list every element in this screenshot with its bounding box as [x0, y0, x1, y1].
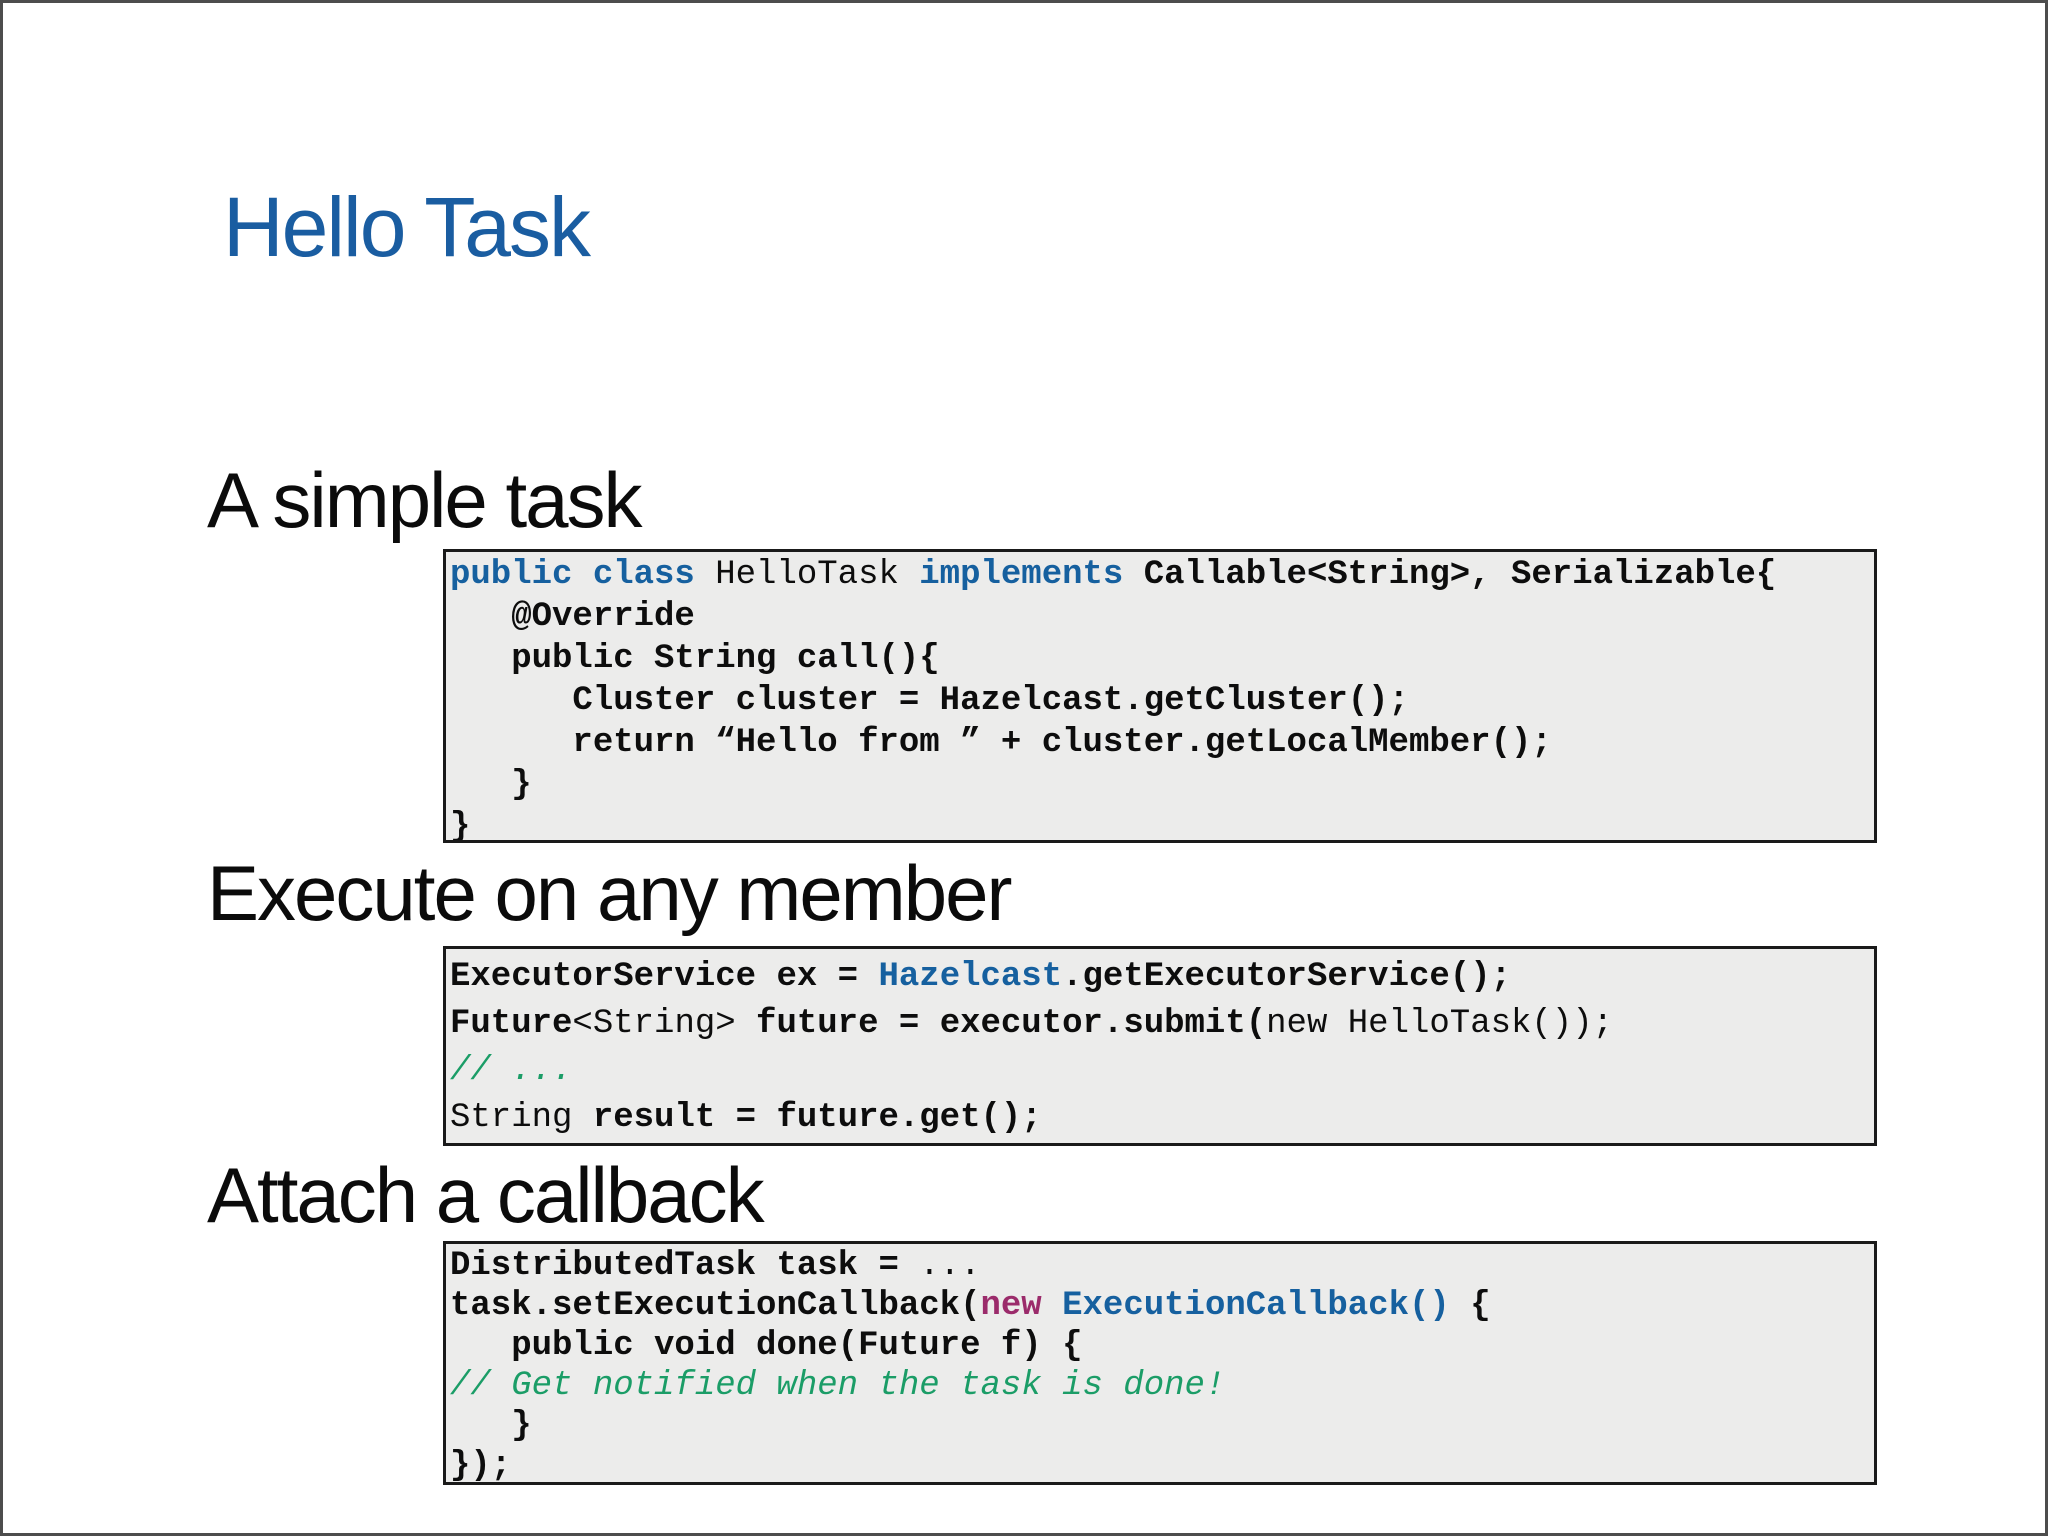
code-span-kw: ExecutionCallback(): [1062, 1287, 1450, 1325]
code-line: }: [450, 764, 1874, 806]
code-line: // ...: [450, 1048, 1874, 1095]
code-line: // Get notified when the task is done!: [450, 1366, 1874, 1406]
code-span-bold: }: [450, 766, 532, 804]
code-span-plain: new HelloTask());: [1266, 1005, 1614, 1043]
code-span-bold: Future: [450, 1005, 573, 1043]
code-span-bold: }: [450, 1407, 532, 1445]
code-span-plain: <String>: [572, 1005, 736, 1043]
code-span-plain: ...: [919, 1247, 981, 1285]
code-span-bold: public void done(Future f) {: [450, 1327, 1083, 1365]
code-span-bold: }: [450, 808, 471, 843]
code-span-bold: task.setExecutionCallback(: [450, 1287, 981, 1325]
code-span-bold: result = future.get();: [592, 1099, 1042, 1137]
code-line: public class HelloTask implements Callab…: [450, 554, 1874, 596]
slide-title: Hello Task: [223, 180, 591, 274]
code-line: Cluster cluster = Hazelcast.getCluster()…: [450, 680, 1874, 722]
code-line: }: [450, 1406, 1874, 1446]
code-span-bold: public String call(){: [450, 640, 940, 678]
code-line: });: [450, 1446, 1874, 1485]
code-span-bold: [1042, 1287, 1062, 1325]
code-line: }: [450, 806, 1874, 843]
code-block: DistributedTask task = ...task.setExecut…: [443, 1241, 1877, 1485]
code-span-bold: Cluster cluster = Hazelcast.getCluster()…: [450, 682, 1409, 720]
code-span-bold: ExecutorService ex =: [450, 958, 879, 996]
code-span-bold: return “Hello from ” + cluster.getLocalM…: [450, 724, 1552, 762]
code-line: String result = future.get();: [450, 1095, 1874, 1142]
code-line: task.setExecutionCallback(new ExecutionC…: [450, 1286, 1874, 1326]
code-line: public void done(Future f) {: [450, 1326, 1874, 1366]
code-line: return “Hello from ” + cluster.getLocalM…: [450, 722, 1874, 764]
code-block: public class HelloTask implements Callab…: [443, 549, 1877, 843]
code-span-kw: public class: [450, 556, 695, 594]
code-span-bold: .getExecutorService();: [1062, 958, 1511, 996]
code-span-plain: String: [450, 1099, 593, 1137]
code-span-bold: future = executor.submit(: [735, 1005, 1267, 1043]
code-line: @Override: [450, 596, 1874, 638]
code-span-bold: });: [450, 1447, 512, 1485]
section-heading: A simple task: [207, 456, 643, 544]
code-line: DistributedTask task = ...: [450, 1246, 1874, 1286]
code-span-kw: Hazelcast: [878, 958, 1063, 996]
code-span-kw: implements: [919, 556, 1124, 594]
section-heading: Attach a callback: [207, 1151, 765, 1239]
code-line: public String call(){: [450, 638, 1874, 680]
code-span-bold: @Override: [450, 598, 695, 636]
code-span-bold: Callable<String>, Serializable{: [1123, 556, 1777, 594]
code-span-plain: HelloTask: [694, 556, 920, 594]
code-span-bold: DistributedTask task =: [450, 1247, 920, 1285]
code-span-comment: // Get notified when the task is done!: [450, 1367, 1226, 1405]
code-line: Future<String> future = executor.submit(…: [450, 1001, 1874, 1048]
code-span-bold: {: [1449, 1287, 1491, 1325]
code-span-new: new: [980, 1287, 1042, 1325]
section-heading: Execute on any member: [207, 849, 1012, 937]
code-line: ExecutorService ex = Hazelcast.getExecut…: [450, 954, 1874, 1001]
code-span-comment: // ...: [450, 1052, 573, 1090]
code-block: ExecutorService ex = Hazelcast.getExecut…: [443, 946, 1877, 1146]
